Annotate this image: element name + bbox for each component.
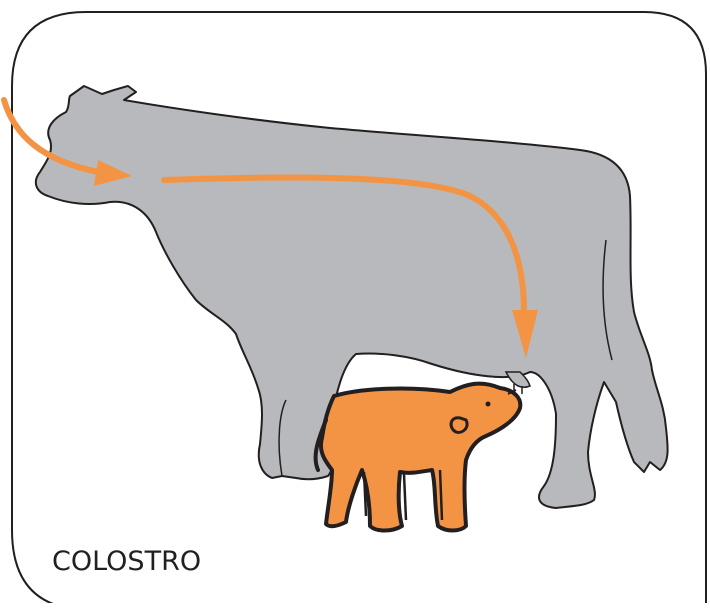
calf-icon	[316, 384, 521, 531]
calf-eye	[486, 402, 491, 407]
diagram-label: COLOSTRO	[52, 546, 201, 577]
calf-body	[321, 384, 520, 531]
calf-ear	[451, 418, 467, 433]
